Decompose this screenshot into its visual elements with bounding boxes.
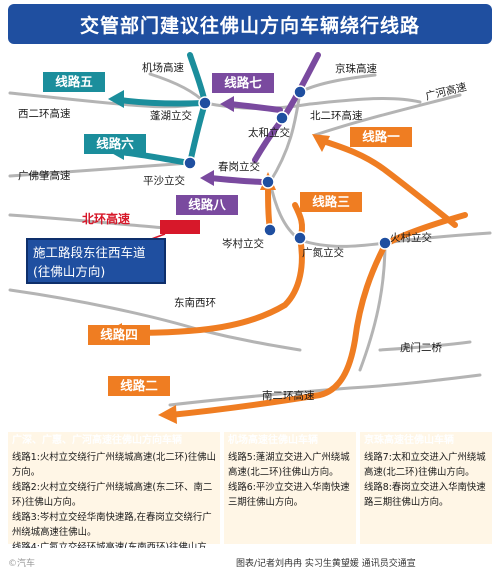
page-title: 交管部门建议往佛山方向车辆绕行线路	[79, 14, 420, 37]
route-line8-path	[207, 175, 271, 185]
label-north-ring: 北环高速	[82, 212, 131, 226]
label-southeast-west-ring: 东南西环	[174, 297, 216, 309]
note-line2: 线路2:火村立交绕行广州绕城高速(东二环、南二环)往佛山方向。	[12, 482, 213, 508]
notes-airport: 机场高速往佛山车辆 线路5:蓬湖立交进入广州绕城高速(北二环)往佛山方向。 线路…	[224, 432, 356, 544]
route-label-line4: 线路四	[88, 325, 150, 345]
label-penghu: 蓬湖立交	[150, 110, 192, 122]
node-penghu	[198, 96, 212, 110]
label-north-ring2: 北二环高速	[310, 110, 363, 122]
note-line6: 线路6:平沙立交进入华南快速三期往佛山方向。	[228, 482, 350, 508]
title-banner: 交管部门建议往佛山方向车辆绕行线路	[8, 4, 492, 44]
label-taihe: 太和立交	[248, 127, 290, 139]
route-line8-arrowhead	[200, 170, 214, 186]
label-cencun: 岑村立交	[222, 238, 264, 250]
route-line2-arrowhead	[158, 405, 177, 424]
route-label-line8: 线路八	[176, 195, 238, 215]
notes-jingzhu-heading: 京珠高速往佛山车辆	[364, 435, 454, 446]
label-jingzhu-expwy: 京珠高速	[335, 63, 377, 75]
road-huanan	[268, 180, 492, 248]
road-ring-east	[358, 241, 387, 372]
credit-text: 图表/记者刘冉冉 实习生黄望媛 通讯员交通宣	[236, 559, 416, 569]
note-line5: 线路5:蓬湖立交进入广州绕城高速(北二环)往佛山方向。	[228, 452, 350, 478]
route-label-line1: 线路一	[350, 127, 412, 147]
notes-jingzhu: 京珠高速往佛山车辆 线路7:太和立交进入广州绕城高速(北二环)往佛山方向。 线路…	[360, 432, 492, 544]
construction-segment	[160, 220, 200, 234]
notes-airport-heading: 机场高速往佛山车辆	[228, 435, 318, 446]
notes-guangshen-heading: 广深、广惠、广河高速往佛山方向车辆	[12, 435, 182, 446]
note-line1: 线路1:火村立交绕行广州绕城高速(北二环)往佛山方向。	[12, 452, 216, 478]
road-humen-bridge2	[378, 340, 472, 352]
route-label-line3: 线路三	[300, 192, 362, 212]
route-label-line6: 线路六	[84, 134, 146, 154]
node-cencun	[263, 223, 277, 237]
label-humen-bridge2: 虎门二桥	[400, 342, 442, 354]
notes-guangshen: 广深、广惠、广河高速往佛山方向车辆 线路1:火村立交绕行广州绕城高速(北二环)往…	[8, 432, 220, 568]
watermark-text: ©汽车	[8, 559, 36, 569]
label-west-ring2: 西二环高速	[18, 108, 71, 120]
credit-bar: 图表/记者刘冉冉 实习生黄望媛 通讯员交通宣 ©汽车	[0, 548, 500, 577]
node-huocun	[378, 236, 392, 250]
route-line2-path	[167, 212, 468, 418]
construction-note: 施工路段东往西车道(往佛山方向)	[26, 238, 166, 284]
label-chungang: 春岗立交	[218, 161, 260, 173]
route-line5-arrowhead	[108, 90, 124, 108]
label-guangfozhao: 广佛肇高速	[18, 170, 71, 182]
route-line7-arrowhead	[220, 96, 234, 112]
road-guanghe	[313, 93, 462, 137]
note-line8: 线路8:春岗立交进入华南快速路三期往佛山方向。	[364, 482, 486, 508]
note-line3: 线路3:岑村立交经华南快速路,在春岗立交绕行广州绕城高速往佛山。	[12, 512, 212, 538]
route-line4-path	[112, 235, 305, 336]
route-line7-path-b	[227, 101, 283, 113]
node-chungang	[261, 175, 275, 189]
route-label-line2: 线路二	[108, 376, 170, 396]
label-pingsha: 平沙立交	[143, 175, 185, 187]
road-north-ring	[8, 213, 167, 230]
note-line7: 线路7:太和立交进入广州绕城高速(北二环)往佛山方向。	[364, 452, 486, 478]
label-huocun: 火村立交	[390, 232, 432, 244]
road-jingzhu-expwy	[298, 73, 377, 94]
route-label-line7: 线路七	[212, 73, 274, 93]
node-guangdan	[293, 231, 307, 245]
label-guangdan: 广氮立交	[302, 247, 344, 259]
route-label-line5: 线路五	[43, 72, 105, 92]
road-south-ring2	[168, 373, 482, 407]
node-pingsha	[183, 156, 197, 170]
node-taihe	[293, 85, 307, 99]
label-airport-expwy: 机场高速	[142, 62, 184, 74]
node-north-ring2	[275, 111, 289, 125]
route-line1-arrowhead	[312, 134, 330, 152]
label-south-ring2: 南二环高速	[262, 390, 315, 402]
road-guangfozhao	[8, 161, 192, 178]
route-line1-path	[317, 137, 458, 228]
road-ring-north	[268, 90, 302, 184]
